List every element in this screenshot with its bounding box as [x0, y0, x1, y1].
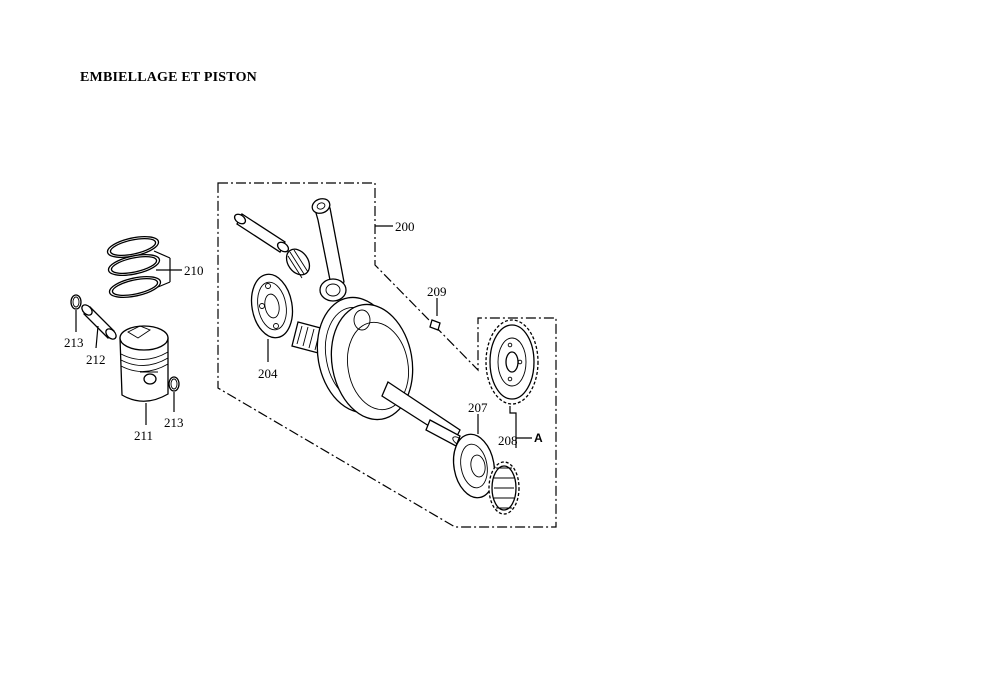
label-group-a: A — [534, 431, 543, 445]
label-207: 207 — [468, 400, 488, 415]
label-208: 208 — [498, 433, 518, 448]
assembly-boundary — [217, 182, 557, 528]
label-204: 204 — [258, 366, 278, 381]
woodruff-key — [429, 319, 441, 331]
crank-pin — [233, 213, 290, 253]
needle-bearing — [285, 248, 311, 279]
drive-gear-large — [485, 319, 539, 405]
label-212: 212 — [86, 352, 106, 367]
piston-rings — [106, 236, 162, 298]
piston-pin — [81, 304, 117, 340]
piston — [119, 325, 169, 402]
label-211: 211 — [134, 428, 153, 443]
crankshaft — [291, 296, 464, 447]
connecting-rod — [311, 198, 347, 302]
label-213-left: 213 — [64, 335, 84, 350]
label-200: 200 — [395, 219, 415, 234]
drive-gear-small — [488, 461, 520, 515]
label-209: 209 — [427, 284, 447, 299]
page-title: EMBIELLAGE ET PISTON — [80, 70, 257, 85]
label-213-right: 213 — [164, 415, 184, 430]
ball-bearing-right — [452, 433, 496, 499]
label-210: 210 — [184, 263, 204, 278]
ball-bearing-left — [250, 273, 294, 339]
circlip-left — [70, 294, 82, 310]
circlip-right — [168, 376, 180, 392]
